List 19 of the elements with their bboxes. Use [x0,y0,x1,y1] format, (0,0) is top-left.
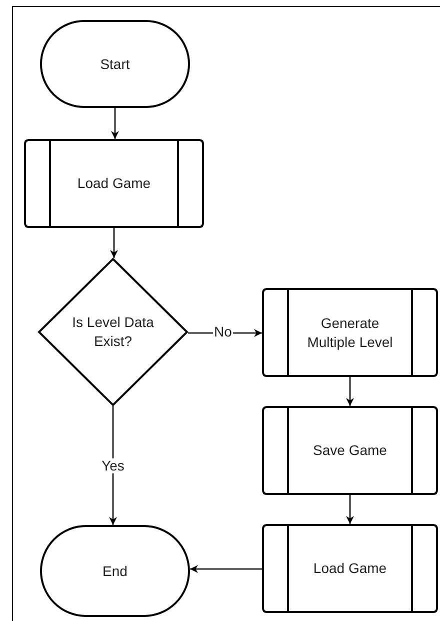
decision-diamond [38,258,188,406]
arrow [190,565,262,573]
edge-label: Yes [100,458,126,474]
node-label: Start [100,54,130,74]
edge-label: No [213,324,233,340]
node-label: Is Level Data Exist? [71,313,155,351]
node-label: Save Game [313,441,387,460]
node-label: Load Game [77,174,151,193]
arrow [346,495,354,524]
arrow [110,228,118,258]
subprocess-box [262,288,438,377]
arrow [111,108,119,139]
arrow [346,377,354,406]
subprocess-box [262,524,438,613]
node-label: End [102,562,128,580]
subprocess-box [262,406,438,495]
node-label: Load Game [313,559,387,578]
subprocess-box [24,139,204,228]
node-label: Generate Multiple Level [306,314,394,352]
